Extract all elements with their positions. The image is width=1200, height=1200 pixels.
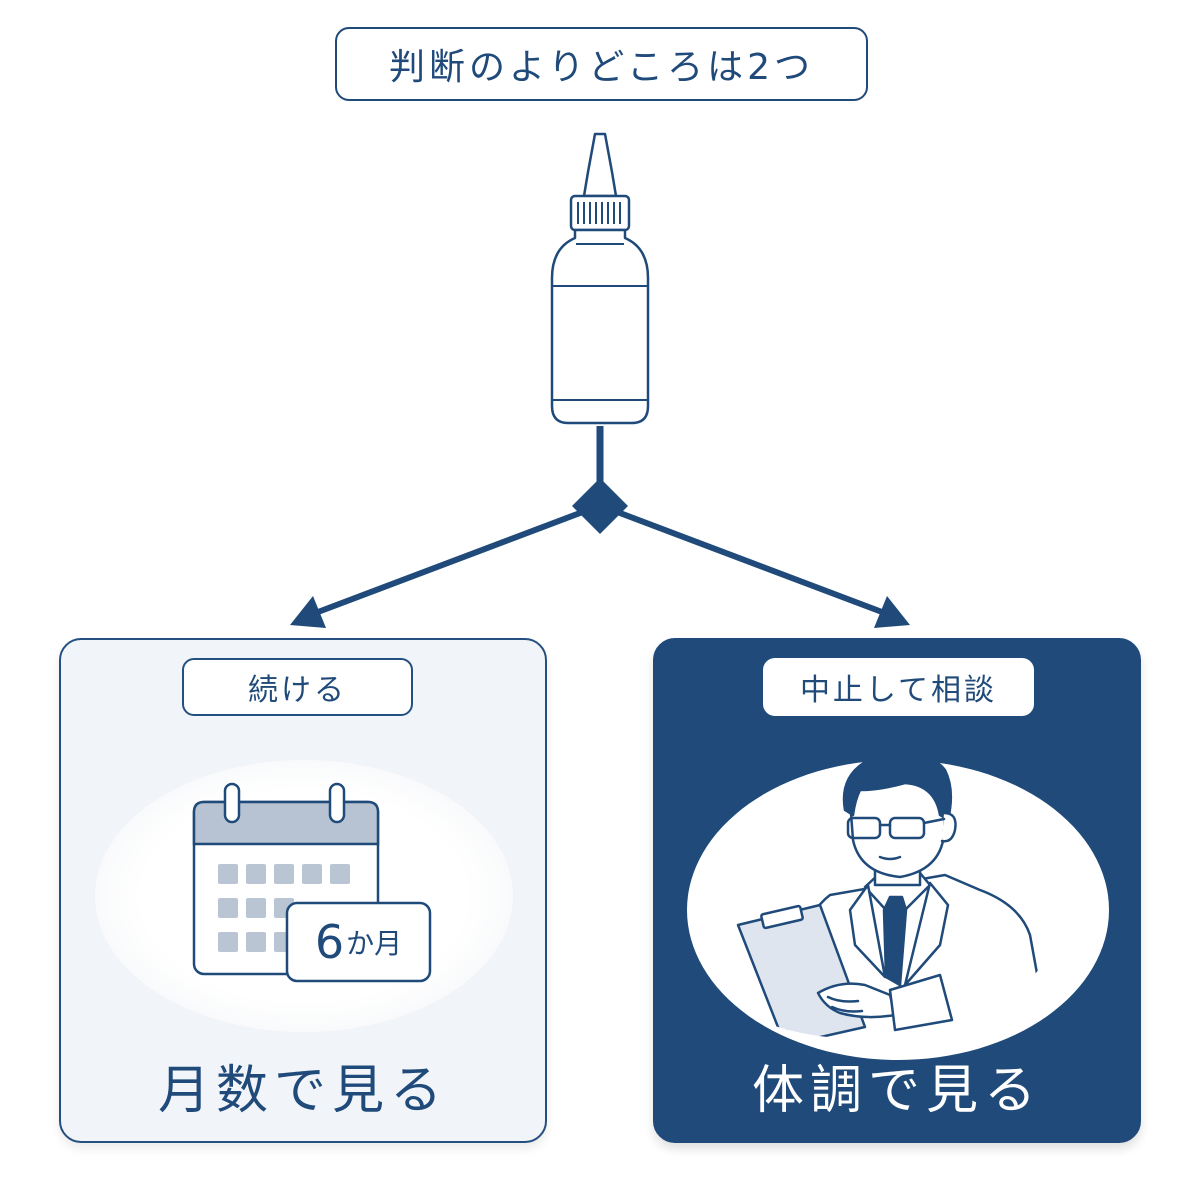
title-box: 判断のよりどころは2つ xyxy=(335,27,868,101)
duration-unit: か月 xyxy=(346,927,403,960)
title-text: 判断のよりどころは2つ xyxy=(388,47,815,88)
left-arrow-line xyxy=(316,507,590,615)
duration-badge-text: 6 か月 xyxy=(287,903,430,981)
calendar-icon xyxy=(192,782,432,983)
bottle-icon xyxy=(550,132,650,425)
continue-label-box: 続ける xyxy=(182,658,413,716)
duration-number: 6 xyxy=(314,915,345,969)
left-arrowhead xyxy=(290,596,326,628)
right-arrow-line xyxy=(610,507,884,615)
right-caption: 体調で見る xyxy=(751,1060,1042,1121)
right-arrowhead xyxy=(874,596,910,628)
stop-consult-label: 中止して相談 xyxy=(799,673,998,708)
continue-label: 続ける xyxy=(248,673,347,708)
stop-consult-label-box: 中止して相談 xyxy=(763,658,1034,716)
decision-diamond xyxy=(572,478,628,534)
doctor-with-clipboard-icon xyxy=(736,750,1050,1039)
left-caption: 月数で見る xyxy=(157,1060,448,1121)
duration-badge xyxy=(285,901,432,983)
